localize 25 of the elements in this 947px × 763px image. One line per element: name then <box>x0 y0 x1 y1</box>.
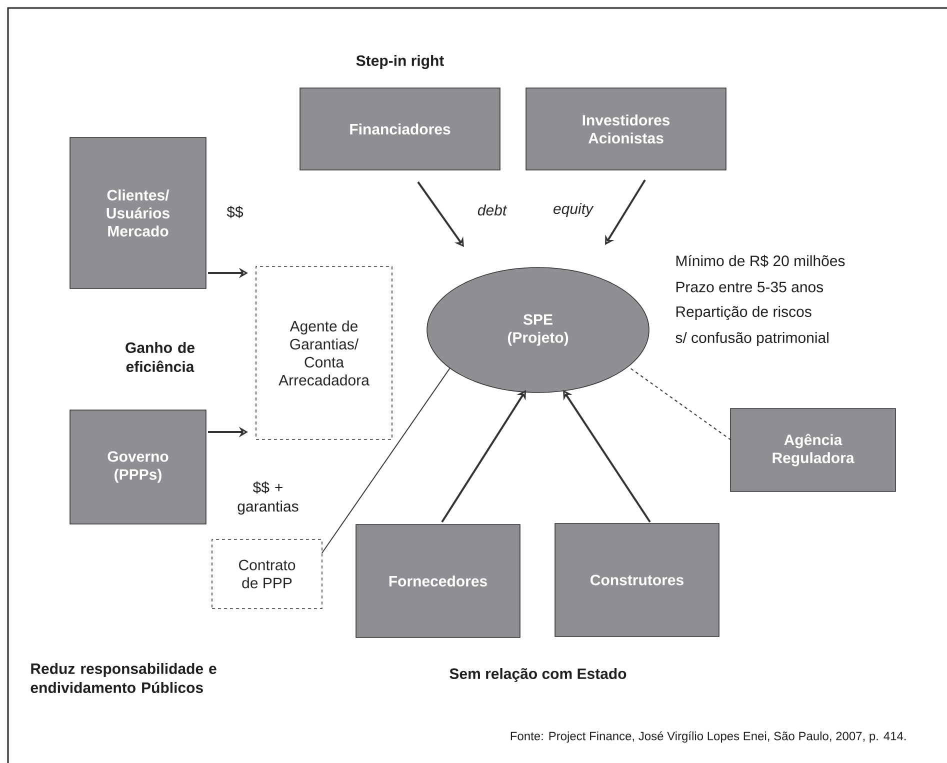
connector-line <box>322 368 450 554</box>
process-box: Clientes/ Usuários Mercado <box>70 137 206 289</box>
process-box: Agência Reguladora <box>730 408 896 492</box>
dashed-box: Contrato de PPP <box>212 539 322 609</box>
dashed-box: Agente de Garantias/ Conta Arrecadadora <box>256 266 392 440</box>
annotation-text: $$ + garantias <box>238 481 298 515</box>
process-box: Financiadores <box>300 88 500 170</box>
annotation-text: Prazo entre 5-35 anos <box>676 282 824 292</box>
annotation-text: s/ confusão patrimonial <box>676 332 828 346</box>
annotation-text: Step-in right <box>356 54 444 70</box>
edge-label: debt <box>478 204 508 216</box>
connector-line <box>630 368 732 440</box>
process-box: Fornecedores <box>356 524 520 638</box>
process-box: Construtores <box>554 523 720 637</box>
annotation-text: $$ <box>226 206 244 218</box>
annotation-text: Reduz responsabilidade e endividamento Públicos <box>30 663 216 693</box>
edge-label: equity <box>554 203 594 217</box>
annotation-text: Mínimo de R$ 20 milhões <box>676 254 845 268</box>
arrow <box>417 181 464 247</box>
process-box: Governo (PPPs) <box>70 410 206 524</box>
source-caption: Fonte: Project Finance, José Virgílio Lopes Enei, São Paulo, 2007, p. 414. <box>510 731 906 743</box>
process-box: Investidores Acionistas <box>526 88 726 170</box>
annotation-text: Sem relação com Estado <box>450 668 626 682</box>
annotation-text: Ganho de eficiência <box>126 342 194 372</box>
annotation-text: Repartição de riscos <box>676 306 812 320</box>
